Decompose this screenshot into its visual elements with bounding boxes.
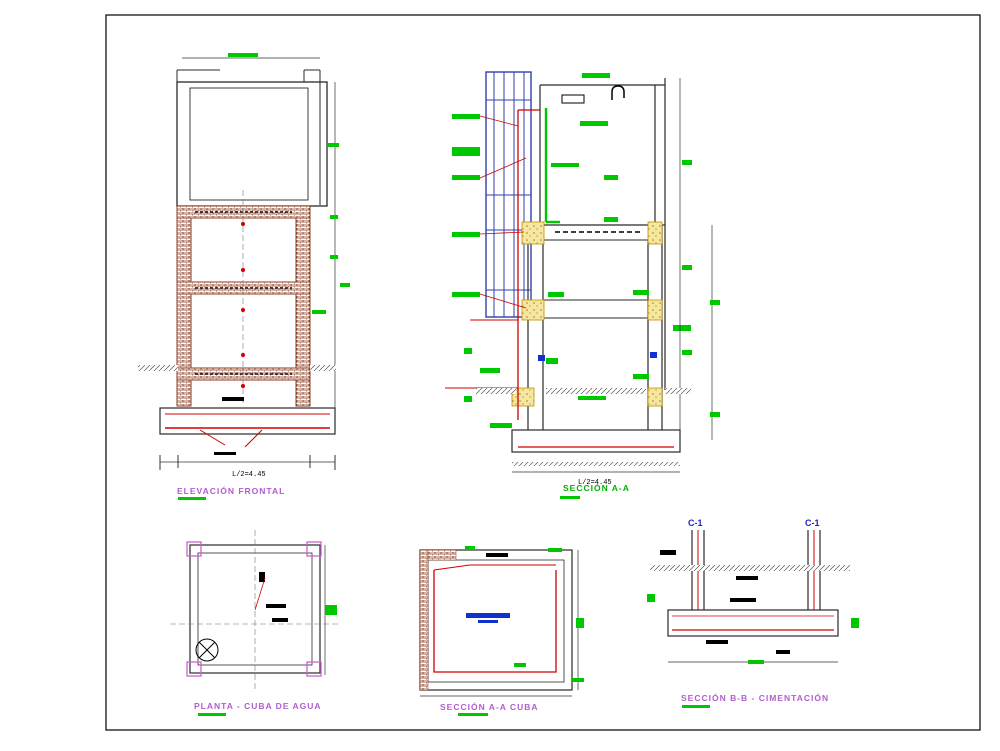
sheet-border bbox=[105, 14, 981, 731]
view-planta-cuba: PLANTA - CUBA DE AGUA bbox=[170, 530, 340, 716]
view-seccion-bb-cimentacion: C-1 C-1 SECCIÓN B-B - CIMENTACIÓN bbox=[647, 518, 859, 708]
view-elevacion-frontal: L/2=4.45 ELEVACIÓN FRONTAL bbox=[138, 53, 350, 500]
column-tag-right: C-1 bbox=[805, 518, 820, 528]
seccion-aa-title: SECCIÓN A-A bbox=[563, 482, 630, 493]
seccion-aa-cuba-title: SECCIÓN A-A CUBA bbox=[440, 701, 538, 712]
seccion-aa-width-label: L/2=4.45 bbox=[578, 479, 612, 487]
planta-cuba-title: PLANTA - CUBA DE AGUA bbox=[194, 701, 322, 711]
view-seccion-aa: L/2=4.45 SECCIÓN A-A bbox=[445, 71, 720, 499]
elevacion-frontal-title: ELEVACIÓN FRONTAL bbox=[177, 485, 285, 496]
column-tag-left: C-1 bbox=[688, 518, 703, 528]
elevacion-width-label: L/2=4.45 bbox=[232, 471, 266, 479]
view-seccion-aa-cuba: SECCIÓN A-A CUBA bbox=[419, 546, 584, 716]
seccion-bb-title: SECCIÓN B-B - CIMENTACIÓN bbox=[681, 692, 829, 703]
